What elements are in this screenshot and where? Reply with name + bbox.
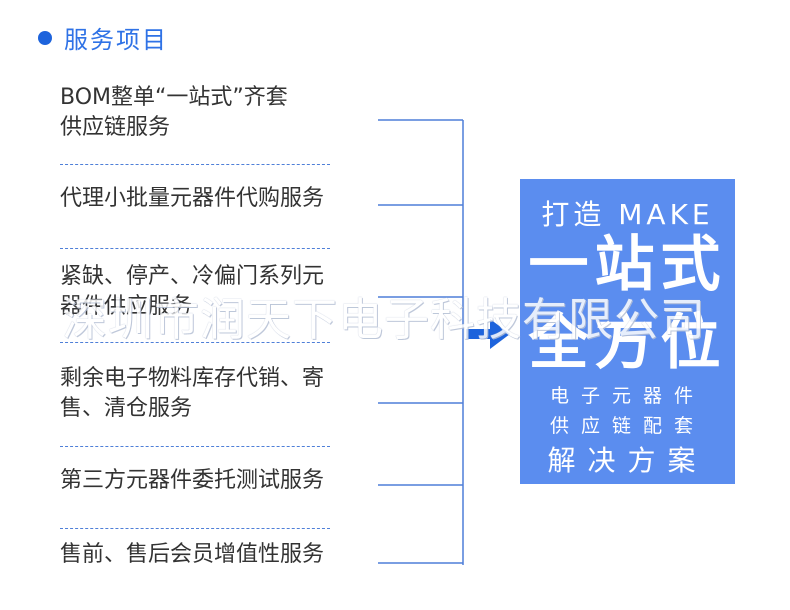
panel-all-round: 全方位 [528,308,727,378]
service-6-line1: 售前、售后会员增值性服务 [60,542,325,567]
service-4-line2: 售、清仓服务 [60,396,193,421]
service-item-2: 代理小批量元器件代购服务 [60,184,360,214]
divider [60,342,330,343]
service-item-1: BOM整单“一站式”齐套 供应链服务 [60,83,360,143]
panel-components-line: 电子元器件 [549,385,705,407]
solution-panel: 打造 MAKE 一站式 全方位 电子元器件 供应链配套 解决方案 [520,179,735,484]
service-item-3: 紧缺、停产、冷偏门系列元 器件供应服务 [60,262,360,322]
divider [60,528,330,529]
service-3-line1: 紧缺、停产、冷偏门系列元 [60,264,325,289]
service-1-line1: BOM整单“一站式”齐套 [60,85,288,110]
service-5-line1: 第三方元器件委托测试服务 [60,468,325,493]
bullet-dot-icon [38,30,52,45]
divider [60,248,330,249]
service-3-line2: 器件供应服务 [60,294,193,319]
panel-one-stop: 一站式 [528,230,727,300]
service-1-line2: 供应链服务 [60,115,171,140]
service-2-line1: 代理小批量元器件代购服务 [60,186,325,211]
panel-supply-chain-line: 供应链配套 [549,415,705,437]
service-item-6: 售前、售后会员增值性服务 [60,540,360,570]
section-header: 服务项目 [38,20,168,55]
right-arrow-icon [466,319,510,349]
section-title: 服务项目 [64,26,168,54]
service-item-4: 剩余电子物料库存代销、寄 售、清仓服务 [60,364,360,424]
divider [60,164,330,165]
panel-make-line: 打造 MAKE [541,198,714,231]
service-item-5: 第三方元器件委托测试服务 [60,466,360,496]
divider [60,446,330,447]
panel-solution-line: 解决方案 [547,444,708,477]
company-watermark: 深圳市润天下电子科技有限公司 [62,293,707,346]
service-4-line1: 剩余电子物料库存代销、寄 [60,366,325,391]
